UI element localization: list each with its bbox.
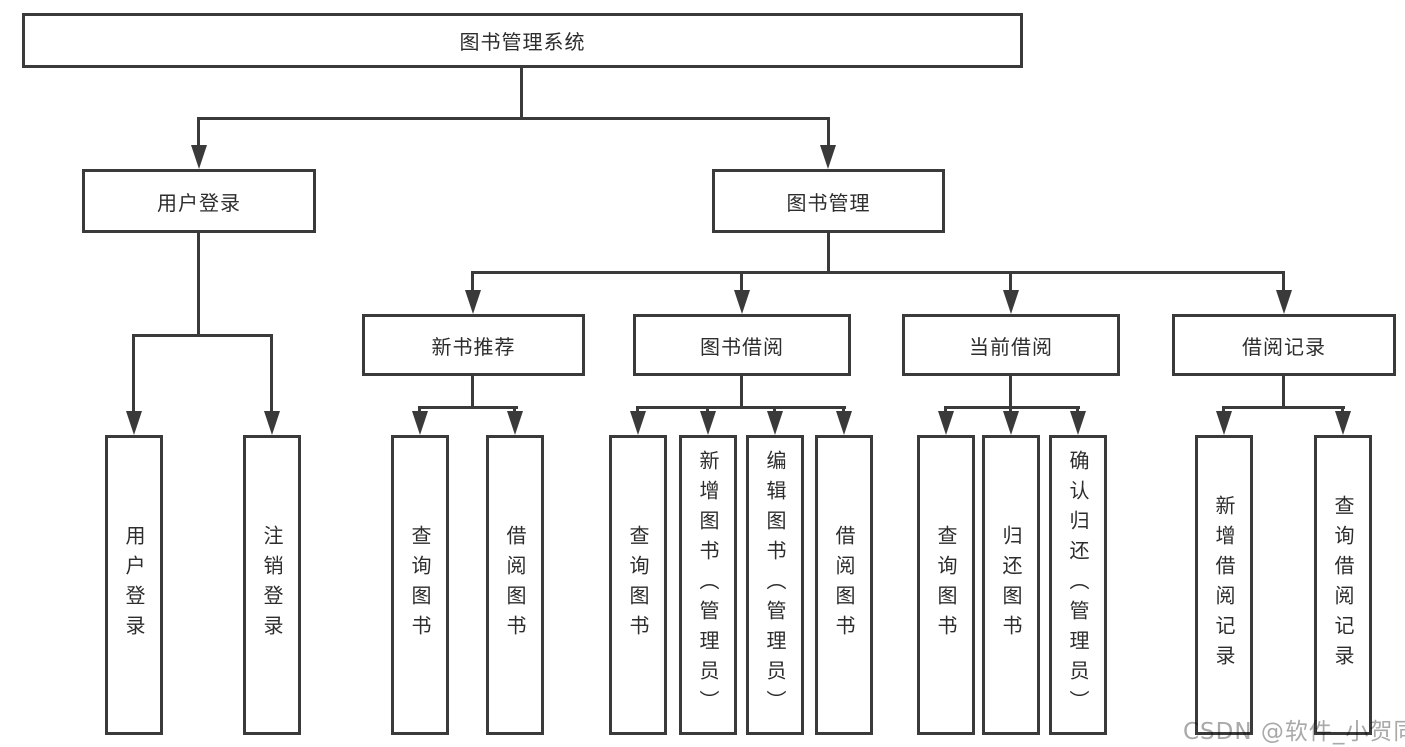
node-label: 图书管理 bbox=[786, 190, 871, 215]
connector-line bbox=[1222, 406, 1225, 414]
leaf-label: 借阅图书 bbox=[832, 525, 856, 645]
leaf-add-borrow-record: 新增借阅记录 bbox=[1195, 435, 1253, 735]
arrow-down-icon bbox=[836, 411, 852, 435]
connector-line bbox=[418, 406, 518, 409]
connector-line bbox=[132, 334, 135, 413]
node-book-management: 图书管理 bbox=[712, 169, 945, 233]
connector-line bbox=[944, 406, 947, 414]
arrow-down-icon bbox=[1216, 411, 1232, 435]
connector-line bbox=[513, 406, 516, 414]
leaf-label: 查询图书 bbox=[934, 525, 958, 645]
connector-line bbox=[1282, 271, 1285, 293]
leaf-label: 归还图书 bbox=[999, 525, 1023, 645]
node-label: 图书借阅 bbox=[700, 334, 784, 359]
connector-line bbox=[270, 334, 273, 413]
connector-line bbox=[197, 233, 200, 337]
leaf-add-book-admin: 新增图书（管理员） bbox=[679, 435, 737, 735]
arrow-down-icon bbox=[767, 411, 783, 435]
node-borrow-record: 借阅记录 bbox=[1172, 314, 1396, 376]
leaf-label: 用户登录 bbox=[122, 525, 146, 645]
connector-line bbox=[636, 406, 846, 409]
node-label: 当前借阅 bbox=[969, 334, 1053, 359]
connector-line bbox=[827, 233, 830, 274]
node-root-library-system: 图书管理系统 bbox=[22, 13, 1023, 68]
leaf-label: 编辑图书（管理员） bbox=[763, 450, 787, 720]
arrow-down-icon bbox=[1003, 290, 1019, 314]
arrow-down-icon bbox=[1276, 290, 1292, 314]
connector-line bbox=[842, 406, 845, 414]
leaf-borrow-book: 借阅图书 bbox=[815, 435, 873, 735]
arrow-down-icon bbox=[700, 411, 716, 435]
connector-line bbox=[740, 271, 743, 293]
connector-line bbox=[471, 376, 474, 409]
connector-line bbox=[636, 406, 639, 414]
connector-line bbox=[418, 406, 421, 414]
connector-line bbox=[1009, 271, 1012, 293]
connector-line bbox=[706, 406, 709, 414]
arrow-down-icon bbox=[734, 290, 750, 314]
arrow-down-icon bbox=[126, 411, 142, 435]
connector-line bbox=[471, 271, 1285, 274]
leaf-label: 注销登录 bbox=[260, 525, 284, 645]
connector-line bbox=[520, 66, 523, 120]
csdn-watermark: CSDN @软件_小贺同学 bbox=[1183, 719, 1405, 745]
connector-line bbox=[773, 406, 776, 414]
leaf-return-book: 归还图书 bbox=[982, 435, 1040, 735]
arrow-down-icon bbox=[938, 411, 954, 435]
connector-line bbox=[471, 271, 474, 293]
arrow-down-icon bbox=[191, 145, 207, 169]
connector-line bbox=[740, 376, 743, 409]
connector-line bbox=[1076, 406, 1079, 414]
leaf-user-login: 用户登录 bbox=[105, 435, 163, 735]
connector-line bbox=[1282, 376, 1285, 409]
leaf-logout: 注销登录 bbox=[243, 435, 301, 735]
leaf-query-book-borrow: 查询图书 bbox=[609, 435, 667, 735]
connector-line bbox=[1009, 376, 1012, 409]
leaf-confirm-return-admin: 确认归还（管理员） bbox=[1049, 435, 1107, 735]
leaf-label: 确认归还（管理员） bbox=[1066, 450, 1090, 720]
connector-line bbox=[132, 334, 273, 337]
arrow-down-icon bbox=[1335, 411, 1351, 435]
connector-line bbox=[1341, 406, 1344, 414]
leaf-label: 借阅图书 bbox=[503, 525, 527, 645]
leaf-label: 新增图书（管理员） bbox=[696, 450, 720, 720]
node-label: 借阅记录 bbox=[1242, 334, 1326, 359]
arrow-down-icon bbox=[507, 411, 523, 435]
connector-line bbox=[827, 117, 830, 147]
node-label: 新书推荐 bbox=[431, 334, 516, 359]
arrow-down-icon bbox=[465, 290, 481, 314]
leaf-label: 查询图书 bbox=[626, 525, 650, 645]
arrow-down-icon bbox=[630, 411, 646, 435]
node-user-login: 用户登录 bbox=[82, 169, 316, 233]
arrow-down-icon bbox=[820, 145, 836, 169]
leaf-label: 新增借阅记录 bbox=[1212, 495, 1236, 675]
leaf-query-book-recommend: 查询图书 bbox=[391, 435, 449, 735]
leaf-borrow-book-recommend: 借阅图书 bbox=[486, 435, 544, 735]
arrow-down-icon bbox=[264, 411, 280, 435]
leaf-query-borrow-record: 查询借阅记录 bbox=[1314, 435, 1372, 735]
connector-line bbox=[197, 117, 200, 147]
node-current-borrow: 当前借阅 bbox=[902, 314, 1120, 376]
arrow-down-icon bbox=[1003, 411, 1019, 435]
leaf-label: 查询图书 bbox=[408, 525, 432, 645]
node-label: 图书管理系统 bbox=[459, 30, 586, 54]
connector-line bbox=[944, 406, 1080, 409]
connector-line bbox=[1222, 406, 1345, 409]
node-book-borrow: 图书借阅 bbox=[633, 314, 851, 376]
node-label: 用户登录 bbox=[157, 190, 241, 215]
arrow-down-icon bbox=[1070, 411, 1086, 435]
node-new-book-recommend: 新书推荐 bbox=[362, 314, 585, 376]
leaf-label: 查询借阅记录 bbox=[1331, 495, 1355, 675]
connector-line bbox=[197, 117, 830, 120]
connector-line bbox=[1009, 406, 1012, 414]
leaf-edit-book-admin: 编辑图书（管理员） bbox=[746, 435, 804, 735]
arrow-down-icon bbox=[412, 411, 428, 435]
leaf-query-book-current: 查询图书 bbox=[917, 435, 975, 735]
